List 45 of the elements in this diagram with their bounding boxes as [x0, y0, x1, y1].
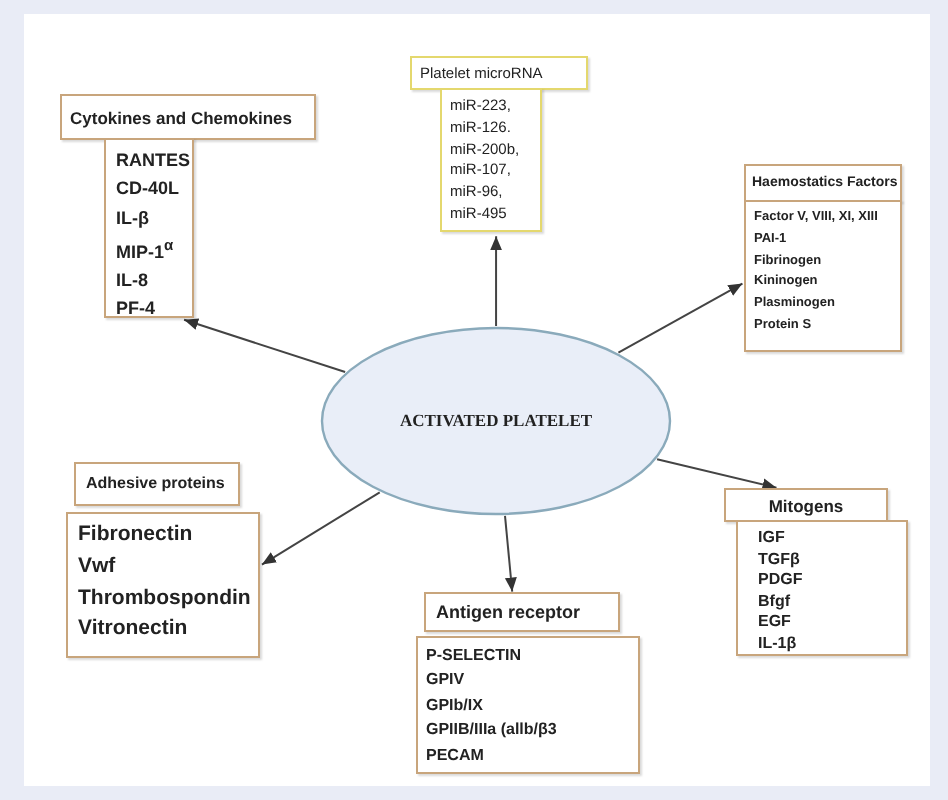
category-header-box: [424, 592, 620, 632]
category-header-box: [74, 462, 240, 506]
list-item-text: MIP-1$^{α}$: [116, 233, 176, 266]
list-item-text: IL-8: [116, 268, 151, 295]
list-item-text: IGF: [758, 528, 787, 549]
header-text: Cytokines and Chemokines: [70, 105, 293, 129]
list-item-text: GPIIB/IIIa (allb/β3: [426, 718, 559, 743]
list-item-text: GPIb/IX: [426, 693, 485, 718]
item-list-box: [66, 512, 260, 658]
arrow: [183, 318, 347, 374]
category-header-box: [410, 56, 588, 90]
category-header-box: [744, 164, 902, 202]
list-item-text: PF-4: [116, 296, 158, 323]
list-item-text: PDGF: [758, 570, 805, 591]
header-text: Adhesive proteins: [86, 472, 225, 496]
arrow: [490, 235, 503, 327]
list-item-text: RANTES: [116, 148, 192, 174]
list-item-text: Bfgf: [758, 591, 792, 612]
arrow: [656, 458, 778, 491]
list-item-text: TGFβ: [758, 549, 802, 570]
list-item-text: Vitronectin: [78, 614, 190, 645]
header-text: Antigen receptor: [436, 600, 581, 624]
list-item-text: IL-1β: [758, 633, 799, 654]
item-list-box: [744, 200, 902, 352]
header-text: Mitogens: [768, 493, 844, 517]
item-list-box: [440, 88, 542, 232]
list-item-text: GPIV: [426, 668, 467, 693]
arrow: [617, 282, 744, 354]
list-item-text: Fibronectin: [78, 520, 195, 550]
list-item-text: P-SELECTIN: [426, 644, 524, 668]
list-item-text: CD-40L: [116, 176, 182, 203]
arrow: [260, 491, 381, 566]
item-list-box: [104, 138, 194, 318]
item-list-box: [416, 636, 640, 774]
list-item-text: Vwf: [78, 551, 118, 582]
category-header-box: [60, 94, 316, 140]
category-header-box: [724, 488, 888, 522]
list-item-text: PECAM: [426, 743, 486, 768]
ellipse-node: [320, 326, 672, 516]
list-item-text: Thrombospondin: [78, 583, 253, 614]
node-label: ACTIVATED PLATELET: [399, 410, 593, 432]
list-item-text: EGF: [758, 612, 793, 633]
list-item-text: IL-β: [116, 205, 151, 232]
arrow: [504, 514, 517, 593]
item-list-box: [736, 520, 908, 656]
